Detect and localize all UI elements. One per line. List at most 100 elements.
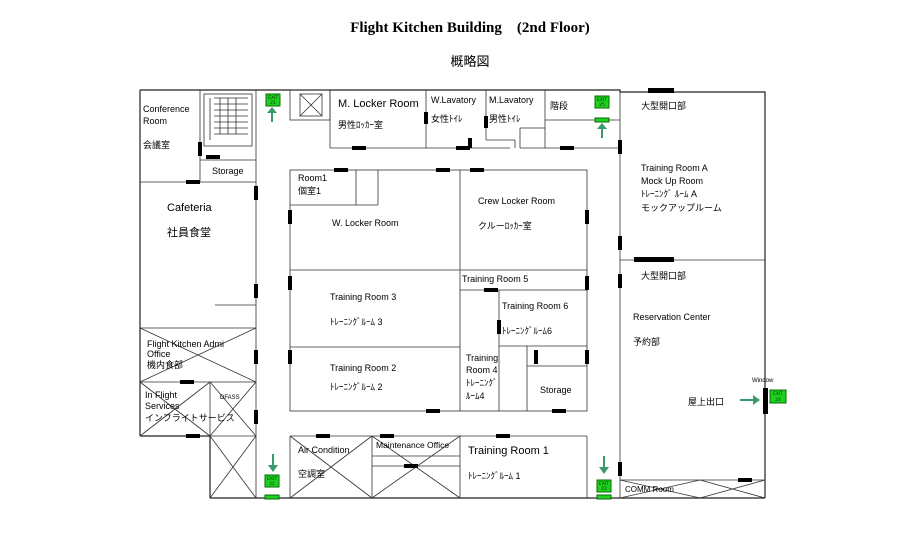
exit-sign-24: EXIT 24	[769, 389, 787, 404]
svg-text:In Flight: In Flight	[145, 390, 178, 400]
exit-label: EXIT	[599, 481, 609, 487]
exit-sign-icon	[594, 95, 610, 109]
exit-sign-icon	[596, 479, 612, 493]
svg-text:ﾙｰﾑ4: ﾙｰﾑ4	[466, 391, 485, 401]
exit-label: EXIT	[267, 476, 277, 482]
svg-text:会議室: 会議室	[143, 139, 170, 150]
svg-text:Mock Up Room: Mock Up Room	[641, 176, 703, 186]
svg-text:Room: Room	[143, 116, 167, 126]
room-crew-locker: Crew Locker Room クルーﾛｯｶｰ室	[478, 196, 555, 231]
svg-text:ﾄﾚｰﾆﾝｸﾞ: ﾄﾚｰﾆﾝｸﾞ	[466, 378, 498, 388]
exit-arrow-icon	[267, 107, 277, 122]
svg-text:W.Lavatory: W.Lavatory	[431, 95, 477, 105]
room-air-condition: Air Condition 空調室	[298, 445, 350, 479]
window-label: Window	[752, 378, 774, 384]
exit-number: 21	[270, 100, 276, 106]
svg-text:M.Lavatory: M.Lavatory	[489, 95, 534, 105]
room-inflight: In Flight Services インフライトサービス	[145, 390, 235, 423]
exit-sign-21: EXIT 21	[265, 93, 281, 107]
svg-text:Training Room 6: Training Room 6	[502, 301, 568, 311]
svg-text:ﾄﾚｰﾆﾝｸﾞ ﾙｰﾑ A: ﾄﾚｰﾆﾝｸﾞ ﾙｰﾑ A	[641, 189, 697, 199]
svg-text:Room 4: Room 4	[466, 365, 498, 375]
exit-number: 25	[599, 102, 605, 108]
building-outline	[139, 89, 766, 499]
room-fk-admin: Flight Kitchen Admi Office 機内食部	[147, 339, 224, 370]
room-training-2: Training Room 2 ﾄﾚｰﾆﾝｸﾞﾙｰﾑ 2	[330, 363, 396, 392]
exit-arrow-icon	[740, 395, 760, 405]
room-training-6: Training Room 6 ﾄﾚｰﾆﾝｸﾞﾙｰﾑ6	[502, 301, 568, 336]
room-m-locker: M. Locker Room 男性ﾛｯｶｰ室	[338, 98, 419, 130]
top-row-walls	[329, 90, 620, 149]
room-w-lavatory: W.Lavatory 女性ﾄｲﾚ	[431, 95, 477, 124]
svg-text:Training Room 3: Training Room 3	[330, 292, 396, 302]
svg-text:Training Room 1: Training Room 1	[468, 445, 549, 457]
elevator-shaft-icon	[289, 89, 331, 121]
staircase-icon	[203, 93, 253, 147]
exit-arrow-icon	[268, 454, 278, 472]
room-training-5: Training Room 5	[462, 274, 528, 284]
svg-text:Conference: Conference	[143, 104, 190, 114]
large-opening-1: 大型開口部	[641, 100, 686, 111]
exit-arrow-icon	[597, 123, 607, 138]
svg-text:Room1: Room1	[298, 173, 327, 183]
svg-text:女性ﾄｲﾚ: 女性ﾄｲﾚ	[431, 113, 463, 124]
svg-text:Flight Kitchen Admi: Flight Kitchen Admi	[147, 339, 224, 349]
exit-number: 23	[601, 486, 607, 492]
svg-text:Reservation Center: Reservation Center	[633, 312, 711, 322]
svg-text:Training Room A: Training Room A	[641, 163, 708, 173]
room-cafeteria: Cafeteria 社員食堂	[167, 202, 213, 239]
exit-number: 22	[269, 481, 275, 487]
right-wing-walls	[619, 92, 766, 499]
svg-text:ﾄﾚｰﾆﾝｸﾞﾙｰﾑ 2: ﾄﾚｰﾆﾝｸﾞﾙｰﾑ 2	[330, 382, 383, 392]
room-1: Room1 個室1	[298, 173, 327, 196]
exit-sign-icon	[769, 389, 787, 404]
svg-text:男性ﾛｯｶｰ室: 男性ﾛｯｶｰ室	[338, 119, 383, 130]
svg-text:Air Condition: Air Condition	[298, 445, 350, 455]
page-title: Flight Kitchen Building (2nd Floor)	[350, 20, 590, 36]
exit-label: EXIT	[597, 97, 607, 103]
svg-text:M. Locker Room: M. Locker Room	[338, 98, 419, 110]
exit-number: 24	[775, 397, 781, 403]
svg-text:Office: Office	[147, 349, 170, 359]
large-opening-2: 大型開口部	[641, 270, 686, 281]
svg-text:インフライトサービス: インフライトサービス	[145, 413, 235, 423]
room-dfass: DFASS	[220, 395, 240, 401]
svg-text:Training: Training	[466, 353, 498, 363]
room-conference: Conference Room 会議室	[143, 104, 190, 150]
exit-label: EXIT	[773, 391, 783, 397]
room-reservation: Reservation Center 予約部	[633, 312, 711, 347]
svg-text:クルーﾛｯｶｰ室: クルーﾛｯｶｰ室	[478, 220, 532, 231]
room-maintenance: Maintenance Office	[376, 440, 449, 450]
svg-text:ﾄﾚｰﾆﾝｸﾞﾙｰﾑ 3: ﾄﾚｰﾆﾝｸﾞﾙｰﾑ 3	[330, 317, 383, 327]
svg-text:Crew Locker Room: Crew Locker Room	[478, 196, 555, 206]
svg-text:機内食部: 機内食部	[147, 359, 183, 370]
room-training-1: Training Room 1 ﾄﾚｰﾆﾝｸﾞﾙｰﾑ 1	[468, 445, 549, 481]
svg-text:予約部: 予約部	[633, 336, 660, 347]
room-comm: COMM Room	[625, 485, 674, 494]
svg-text:Training Room 2: Training Room 2	[330, 363, 396, 373]
door-markers	[180, 88, 768, 482]
room-training-a: Training Room A Mock Up Room ﾄﾚｰﾆﾝｸﾞ ﾙｰﾑ…	[641, 163, 722, 213]
exit-arrow-icon	[599, 456, 609, 474]
svg-text:男性ﾄｲﾚ: 男性ﾄｲﾚ	[489, 113, 521, 124]
exit-sign-23: EXIT 23	[596, 479, 612, 500]
svg-text:Services: Services	[145, 401, 180, 411]
page-subtitle: 概略図	[450, 54, 489, 70]
svg-text:ﾄﾚｰﾆﾝｸﾞﾙｰﾑ6: ﾄﾚｰﾆﾝｸﾞﾙｰﾑ6	[502, 326, 552, 336]
rooftop-exit-label: 屋上出口	[688, 396, 724, 407]
exit-label: EXIT	[268, 95, 278, 101]
exit-sign-25: EXIT 25	[594, 95, 610, 123]
room-stairs: 階段	[550, 100, 568, 111]
central-block-walls	[289, 169, 588, 412]
exit-sign-icon	[265, 93, 281, 107]
svg-text:社員食堂: 社員食堂	[167, 225, 211, 239]
svg-text:モックアップルーム: モックアップルーム	[641, 203, 722, 213]
svg-text:空調室: 空調室	[298, 468, 325, 479]
svg-text:ﾄﾚｰﾆﾝｸﾞﾙｰﾑ 1: ﾄﾚｰﾆﾝｸﾞﾙｰﾑ 1	[468, 471, 521, 481]
room-training-4: Training Room 4 ﾄﾚｰﾆﾝｸﾞ ﾙｰﾑ4	[466, 353, 498, 401]
svg-text:個室1: 個室1	[298, 185, 321, 196]
room-storage-mid: Storage	[540, 385, 572, 395]
room-storage-top: Storage	[212, 166, 244, 176]
room-m-lavatory: M.Lavatory 男性ﾄｲﾚ	[489, 95, 534, 124]
